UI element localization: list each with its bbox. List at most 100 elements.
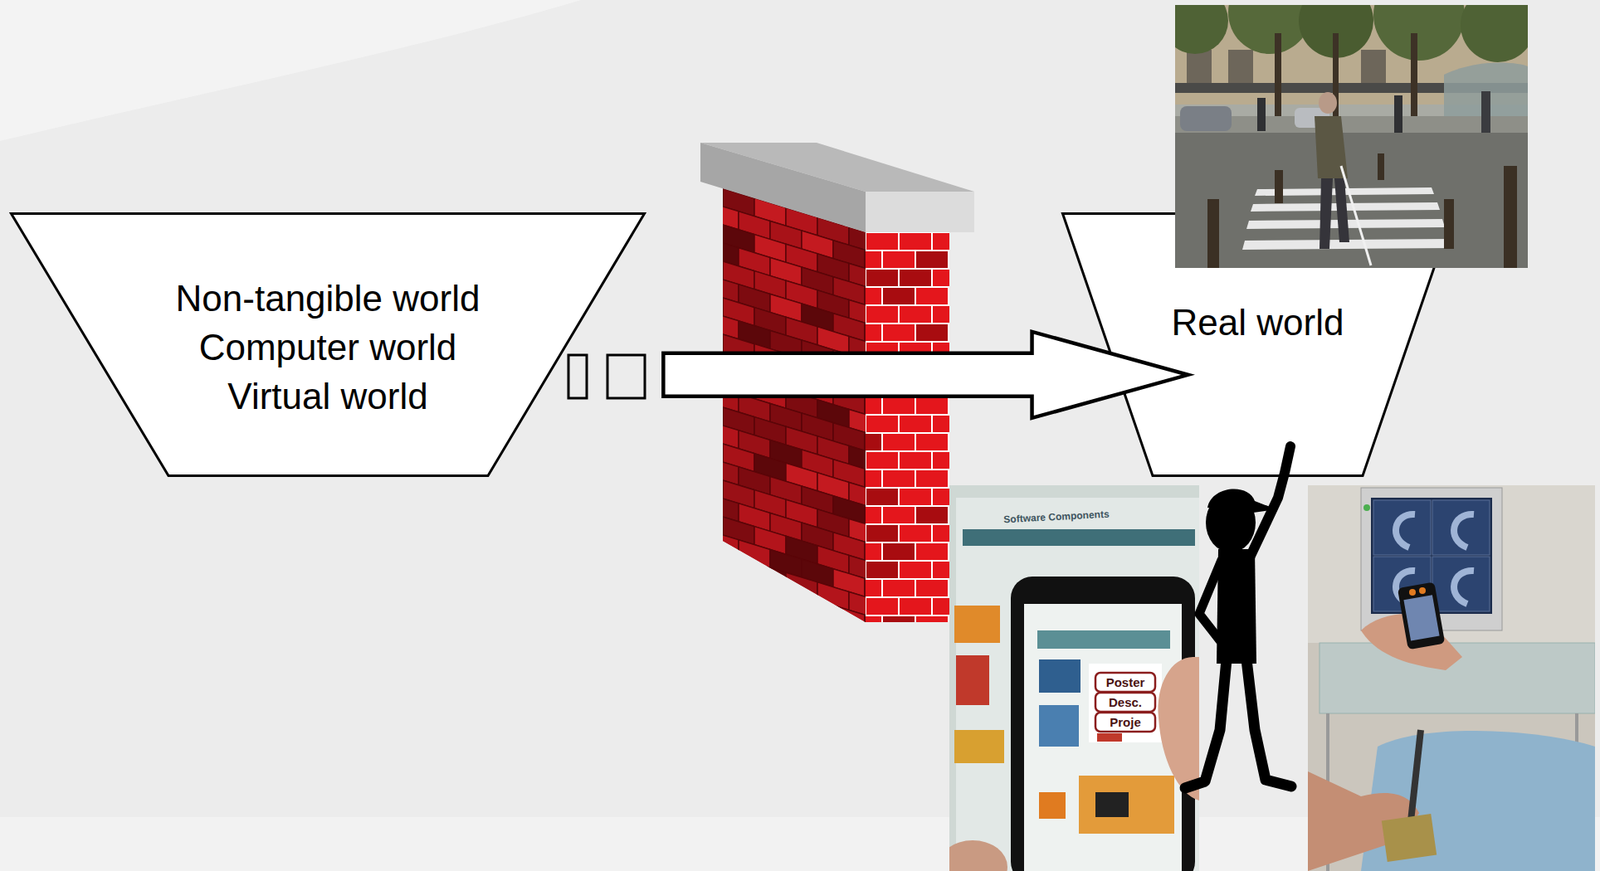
brick	[865, 250, 883, 269]
wall-bricks	[865, 232, 950, 623]
brick	[931, 414, 950, 434]
brick	[785, 645, 818, 674]
brick	[865, 414, 899, 434]
photo-text: Software Components	[994, 507, 1120, 527]
glyph-box	[607, 355, 645, 399]
white-cane	[1341, 165, 1371, 266]
brick	[915, 579, 949, 598]
wall-left-face	[722, 188, 866, 623]
brick	[770, 622, 802, 651]
brick	[915, 469, 949, 488]
brick	[915, 433, 949, 452]
brick	[707, 566, 739, 596]
brick	[931, 597, 950, 616]
figure-arm	[1249, 446, 1291, 558]
phone-button	[1419, 587, 1426, 595]
scan-shape	[1395, 514, 1415, 548]
tree	[1373, 4, 1465, 61]
brick	[898, 560, 932, 580]
wall-cap-front	[865, 191, 975, 233]
pedestrian	[1394, 95, 1403, 133]
brick	[931, 487, 950, 507]
brick	[801, 632, 834, 661]
scan-view	[1373, 500, 1431, 556]
brick	[915, 396, 949, 415]
brick	[722, 626, 755, 655]
screen-block	[1095, 792, 1129, 818]
window	[1228, 49, 1254, 83]
brick	[931, 560, 950, 580]
thumb	[949, 840, 1008, 871]
world-trapezoid: Non-tangible worldComputer worldVirtual …	[9, 212, 646, 478]
node-text: Real world	[1171, 297, 1345, 347]
brick	[865, 506, 883, 525]
finger	[1157, 657, 1200, 801]
screen-block	[1039, 792, 1066, 820]
brick	[882, 506, 916, 525]
brick	[770, 585, 802, 615]
brick	[865, 615, 883, 623]
phone-screen	[1024, 604, 1182, 871]
brick	[738, 613, 771, 642]
brick	[801, 595, 834, 625]
brick	[865, 542, 883, 561]
block-arrow	[663, 331, 1188, 419]
tree	[1228, 4, 1312, 54]
brick	[931, 268, 950, 288]
brick	[833, 605, 865, 635]
brick	[898, 305, 932, 324]
brick	[882, 396, 916, 415]
brick	[948, 469, 950, 488]
brick	[865, 305, 899, 324]
pedestrian	[1257, 97, 1266, 132]
brick	[882, 579, 916, 598]
brick	[898, 414, 932, 434]
brick	[931, 524, 950, 543]
man-head	[1318, 92, 1337, 114]
brick	[770, 658, 802, 688]
brick	[707, 639, 739, 669]
menu-button	[1095, 673, 1156, 693]
trapezoid-outline	[9, 212, 646, 478]
brick	[865, 323, 883, 342]
phone-body	[1397, 582, 1445, 651]
node-text-group: Non-tangible worldComputer worldVirtual …	[9, 217, 646, 478]
brick	[915, 542, 949, 561]
brick	[833, 678, 865, 708]
brick	[738, 649, 771, 679]
brick	[754, 636, 786, 665]
brick	[785, 609, 818, 638]
brick	[865, 396, 883, 415]
figure-leg	[1185, 659, 1227, 789]
brick	[915, 506, 949, 525]
brick	[864, 651, 897, 680]
brick	[833, 642, 865, 671]
menu-button	[1095, 692, 1156, 713]
brick	[898, 268, 932, 288]
road	[1175, 132, 1528, 269]
screen-block	[1078, 775, 1175, 835]
wall-bricks	[707, 183, 897, 717]
brick	[882, 469, 916, 488]
brick	[864, 687, 897, 717]
scan-shape	[1453, 570, 1474, 605]
photo-text: Poster	[1095, 673, 1156, 693]
brick	[722, 590, 755, 619]
brick	[882, 287, 916, 306]
brick	[801, 668, 834, 698]
pointer-tool	[1410, 730, 1421, 822]
screen-block	[1039, 705, 1079, 747]
brick	[865, 469, 883, 488]
brick	[722, 553, 755, 582]
brick-rows	[707, 183, 897, 717]
window	[1360, 49, 1386, 83]
street-photo	[1161, 0, 1536, 269]
phone-button	[1409, 589, 1416, 596]
poster-bar	[962, 529, 1196, 547]
brick	[915, 287, 949, 306]
brick	[865, 524, 899, 543]
brick	[931, 451, 950, 470]
brick	[898, 451, 932, 470]
brick	[931, 232, 950, 251]
brick	[865, 487, 899, 507]
